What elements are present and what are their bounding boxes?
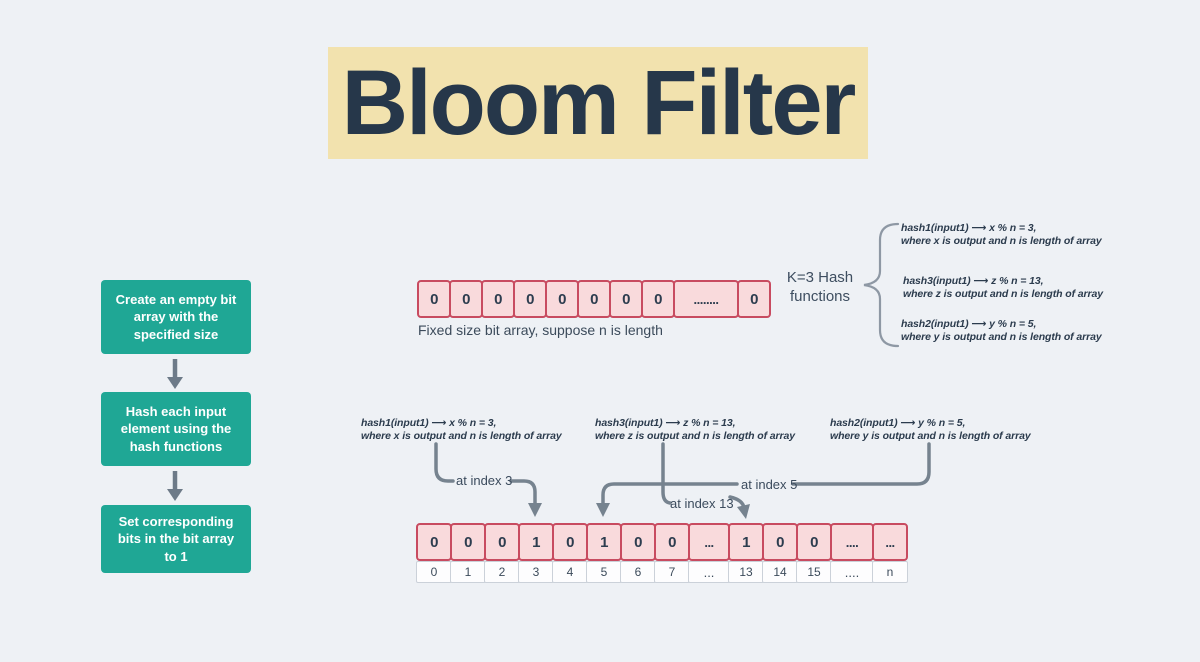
bit-cell: 0	[545, 280, 579, 318]
bit-cell-set: 1	[586, 523, 622, 561]
index-cell: 6	[620, 561, 656, 583]
bit-cell: 0	[609, 280, 643, 318]
arrow-hash2-to-index5	[791, 442, 931, 486]
hash-detail: where y is output and n is length of arr…	[830, 429, 1031, 442]
index-cell: 13	[728, 561, 764, 583]
bit-cell: 0	[484, 523, 520, 561]
hash-function-note-1: hash1(input1) ⟶ x % n = 3, where x is ou…	[901, 222, 1102, 247]
arrowhead-cell5	[596, 503, 610, 517]
bit-cell: 0	[641, 280, 675, 318]
empty-array-caption: Fixed size bit array, suppose n is lengt…	[418, 322, 663, 338]
flow-step-label: Create an empty bit array with the speci…	[115, 291, 237, 342]
index-cell-n: n	[872, 561, 908, 583]
bit-cell: 0	[552, 523, 588, 561]
arrowhead-cell13	[737, 504, 750, 519]
index-cell-ellipsis: ....	[830, 561, 874, 583]
index-cell: 7	[654, 561, 690, 583]
index-cell: 0	[416, 561, 452, 583]
hash-formula: hash1(input1) ⟶ x % n = 3,	[901, 222, 1037, 234]
bit-cell: 0	[450, 523, 486, 561]
bit-cell: 0	[796, 523, 832, 561]
mapping-note-hash2: hash2(input1) ⟶ y % n = 5, where y is ou…	[830, 417, 1031, 442]
hash-formula: hash2(input1) ⟶ y % n = 5,	[830, 417, 966, 429]
bit-cell-ellipsis: ...	[688, 523, 730, 561]
bit-cell: 0	[737, 280, 771, 318]
bit-cell: 0	[620, 523, 656, 561]
bit-cell: 0	[416, 523, 452, 561]
hash-detail: where x is output and n is length of arr…	[361, 429, 562, 442]
hash-detail: where z is output and n is length of arr…	[903, 287, 1103, 300]
result-bit-row: 0 0 0 1 0 1 0 0 ... 1 0 0 .... ...	[416, 523, 908, 561]
hash-formula: hash3(input1) ⟶ z % n = 13,	[595, 417, 736, 429]
bit-cell-ellipsis: ....	[830, 523, 874, 561]
bit-cell-ellipsis: ........	[673, 280, 739, 318]
hash-formula: hash2(input1) ⟶ y % n = 5,	[901, 318, 1037, 330]
hash-formula: hash1(input1) ⟶ x % n = 3,	[361, 417, 497, 429]
hash-detail: where x is output and n is length of arr…	[901, 234, 1102, 247]
index-row: 0 1 2 3 4 5 6 7 ... 13 14 15 .... n	[416, 561, 908, 583]
mapping-note-hash1: hash1(input1) ⟶ x % n = 3, where x is ou…	[361, 417, 562, 442]
at-index-13-label: at index 13	[670, 496, 734, 511]
page-title: Bloom Filter	[341, 52, 857, 154]
index-cell-ellipsis: ...	[688, 561, 730, 583]
index-cell: 4	[552, 561, 588, 583]
result-bit-array: 0 0 0 1 0 1 0 0 ... 1 0 0 .... ... 0 1 2…	[416, 523, 908, 583]
hash-formula: hash3(input1) ⟶ z % n = 13,	[903, 275, 1044, 287]
hash-detail: where z is output and n is length of arr…	[595, 429, 795, 442]
arrow-index3-to-cell	[509, 479, 537, 505]
flow-step-hash-input: Hash each input element using the hash f…	[101, 392, 251, 466]
index-cell: 15	[796, 561, 832, 583]
title-banner: Bloom Filter	[328, 47, 868, 159]
index-cell: 1	[450, 561, 486, 583]
hash-detail: where y is output and n is length of arr…	[901, 330, 1102, 343]
flow-step-label: Hash each input element using the hash f…	[120, 403, 232, 454]
index-cell: 2	[484, 561, 520, 583]
bit-cell: 0	[449, 280, 483, 318]
bit-cell-set: 1	[728, 523, 764, 561]
index-cell: 5	[586, 561, 622, 583]
down-arrow-icon	[167, 471, 183, 501]
index-cell: 3	[518, 561, 554, 583]
empty-bit-array-row: 0 0 0 0 0 0 0 0 ........ 0	[417, 280, 771, 318]
hash-function-note-2: hash3(input1) ⟶ z % n = 13, where z is o…	[903, 275, 1103, 300]
bit-cell: 0	[654, 523, 690, 561]
bit-cell: 0	[513, 280, 547, 318]
at-index-3-label: at index 3	[456, 473, 513, 488]
bit-cell: 0	[417, 280, 451, 318]
bit-cell: 0	[481, 280, 515, 318]
arrow-hash3-to-index13	[661, 442, 672, 505]
hash-function-note-3: hash2(input1) ⟶ y % n = 5, where y is ou…	[901, 318, 1102, 343]
arrowhead-cell3	[528, 503, 542, 517]
curly-brace-icon	[863, 222, 900, 348]
bit-cell: 0	[577, 280, 611, 318]
k3-hash-label: K=3 Hash functions	[783, 268, 857, 306]
flow-step-create-array: Create an empty bit array with the speci…	[101, 280, 251, 354]
index-cell: 14	[762, 561, 798, 583]
k3-hash-label-line2: functions	[789, 288, 851, 305]
bit-cell-ellipsis: ...	[872, 523, 908, 561]
k3-hash-label-line1: K=3 Hash	[786, 269, 854, 286]
bit-cell-set: 1	[518, 523, 554, 561]
down-arrow-icon	[167, 359, 183, 389]
at-index-5-label: at index 5	[741, 477, 798, 492]
flow-step-label: Set corresponding bits in the bit array …	[117, 513, 235, 564]
empty-bit-array: 0 0 0 0 0 0 0 0 ........ 0	[417, 280, 771, 318]
mapping-note-hash3: hash3(input1) ⟶ z % n = 13, where z is o…	[595, 417, 795, 442]
flow-step-set-bits: Set corresponding bits in the bit array …	[101, 505, 251, 573]
bit-cell: 0	[762, 523, 798, 561]
arrow-hash1-to-index3	[434, 442, 455, 483]
